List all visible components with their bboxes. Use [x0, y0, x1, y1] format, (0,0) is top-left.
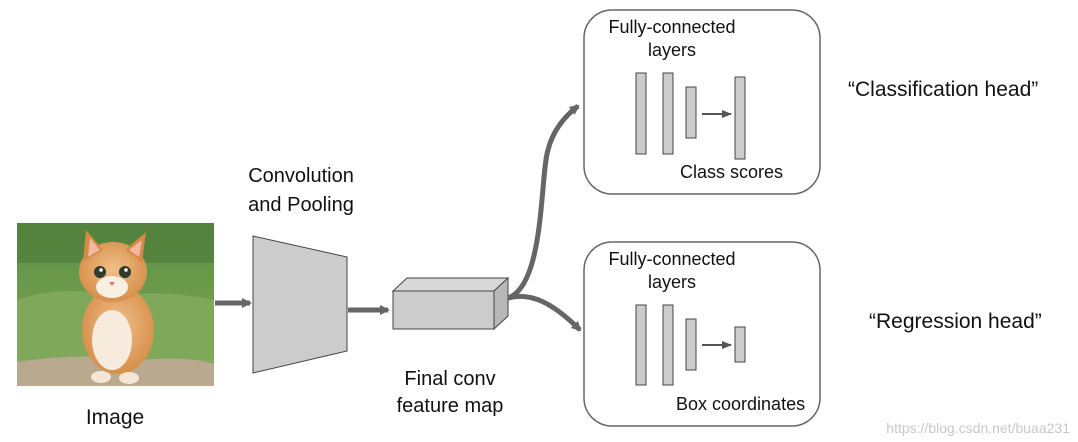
fc-bottom-label: Fully-connected layers: [608, 249, 736, 292]
arrow-to-regression: [507, 293, 582, 332]
fc-bottom-layer-3: [685, 318, 697, 371]
arrow-to-classification: [506, 104, 580, 301]
fc-bottom-layer-2: [662, 304, 674, 386]
classification-head-label: “Classification head”: [848, 78, 1039, 101]
fc-top-layer-2: [662, 72, 674, 155]
class-scores-label: Class scores: [680, 162, 784, 182]
box-coordinates-label: Box coordinates: [676, 394, 806, 414]
kitten-photo-icon: [17, 223, 214, 386]
image-label: Image: [85, 406, 145, 429]
final-conv-label: Final conv feature map: [396, 368, 504, 417]
box-coordinates-layer: [734, 326, 746, 363]
fc-top-layer-1: [635, 72, 647, 155]
fc-bottom-layer-1: [635, 304, 647, 386]
regression-head-label: “Regression head”: [869, 310, 1042, 333]
conv-pooling-block: [252, 235, 348, 374]
watermark-text: https://blog.csdn.net/buaa231: [886, 420, 1070, 436]
class-scores-layer: [734, 76, 746, 160]
feature-map-block: [391, 276, 510, 331]
fc-top-layer-3: [685, 86, 697, 139]
fc-top-label: Fully-connected layers: [608, 17, 736, 60]
conv-pooling-label: Convolution and Pooling: [248, 165, 354, 216]
